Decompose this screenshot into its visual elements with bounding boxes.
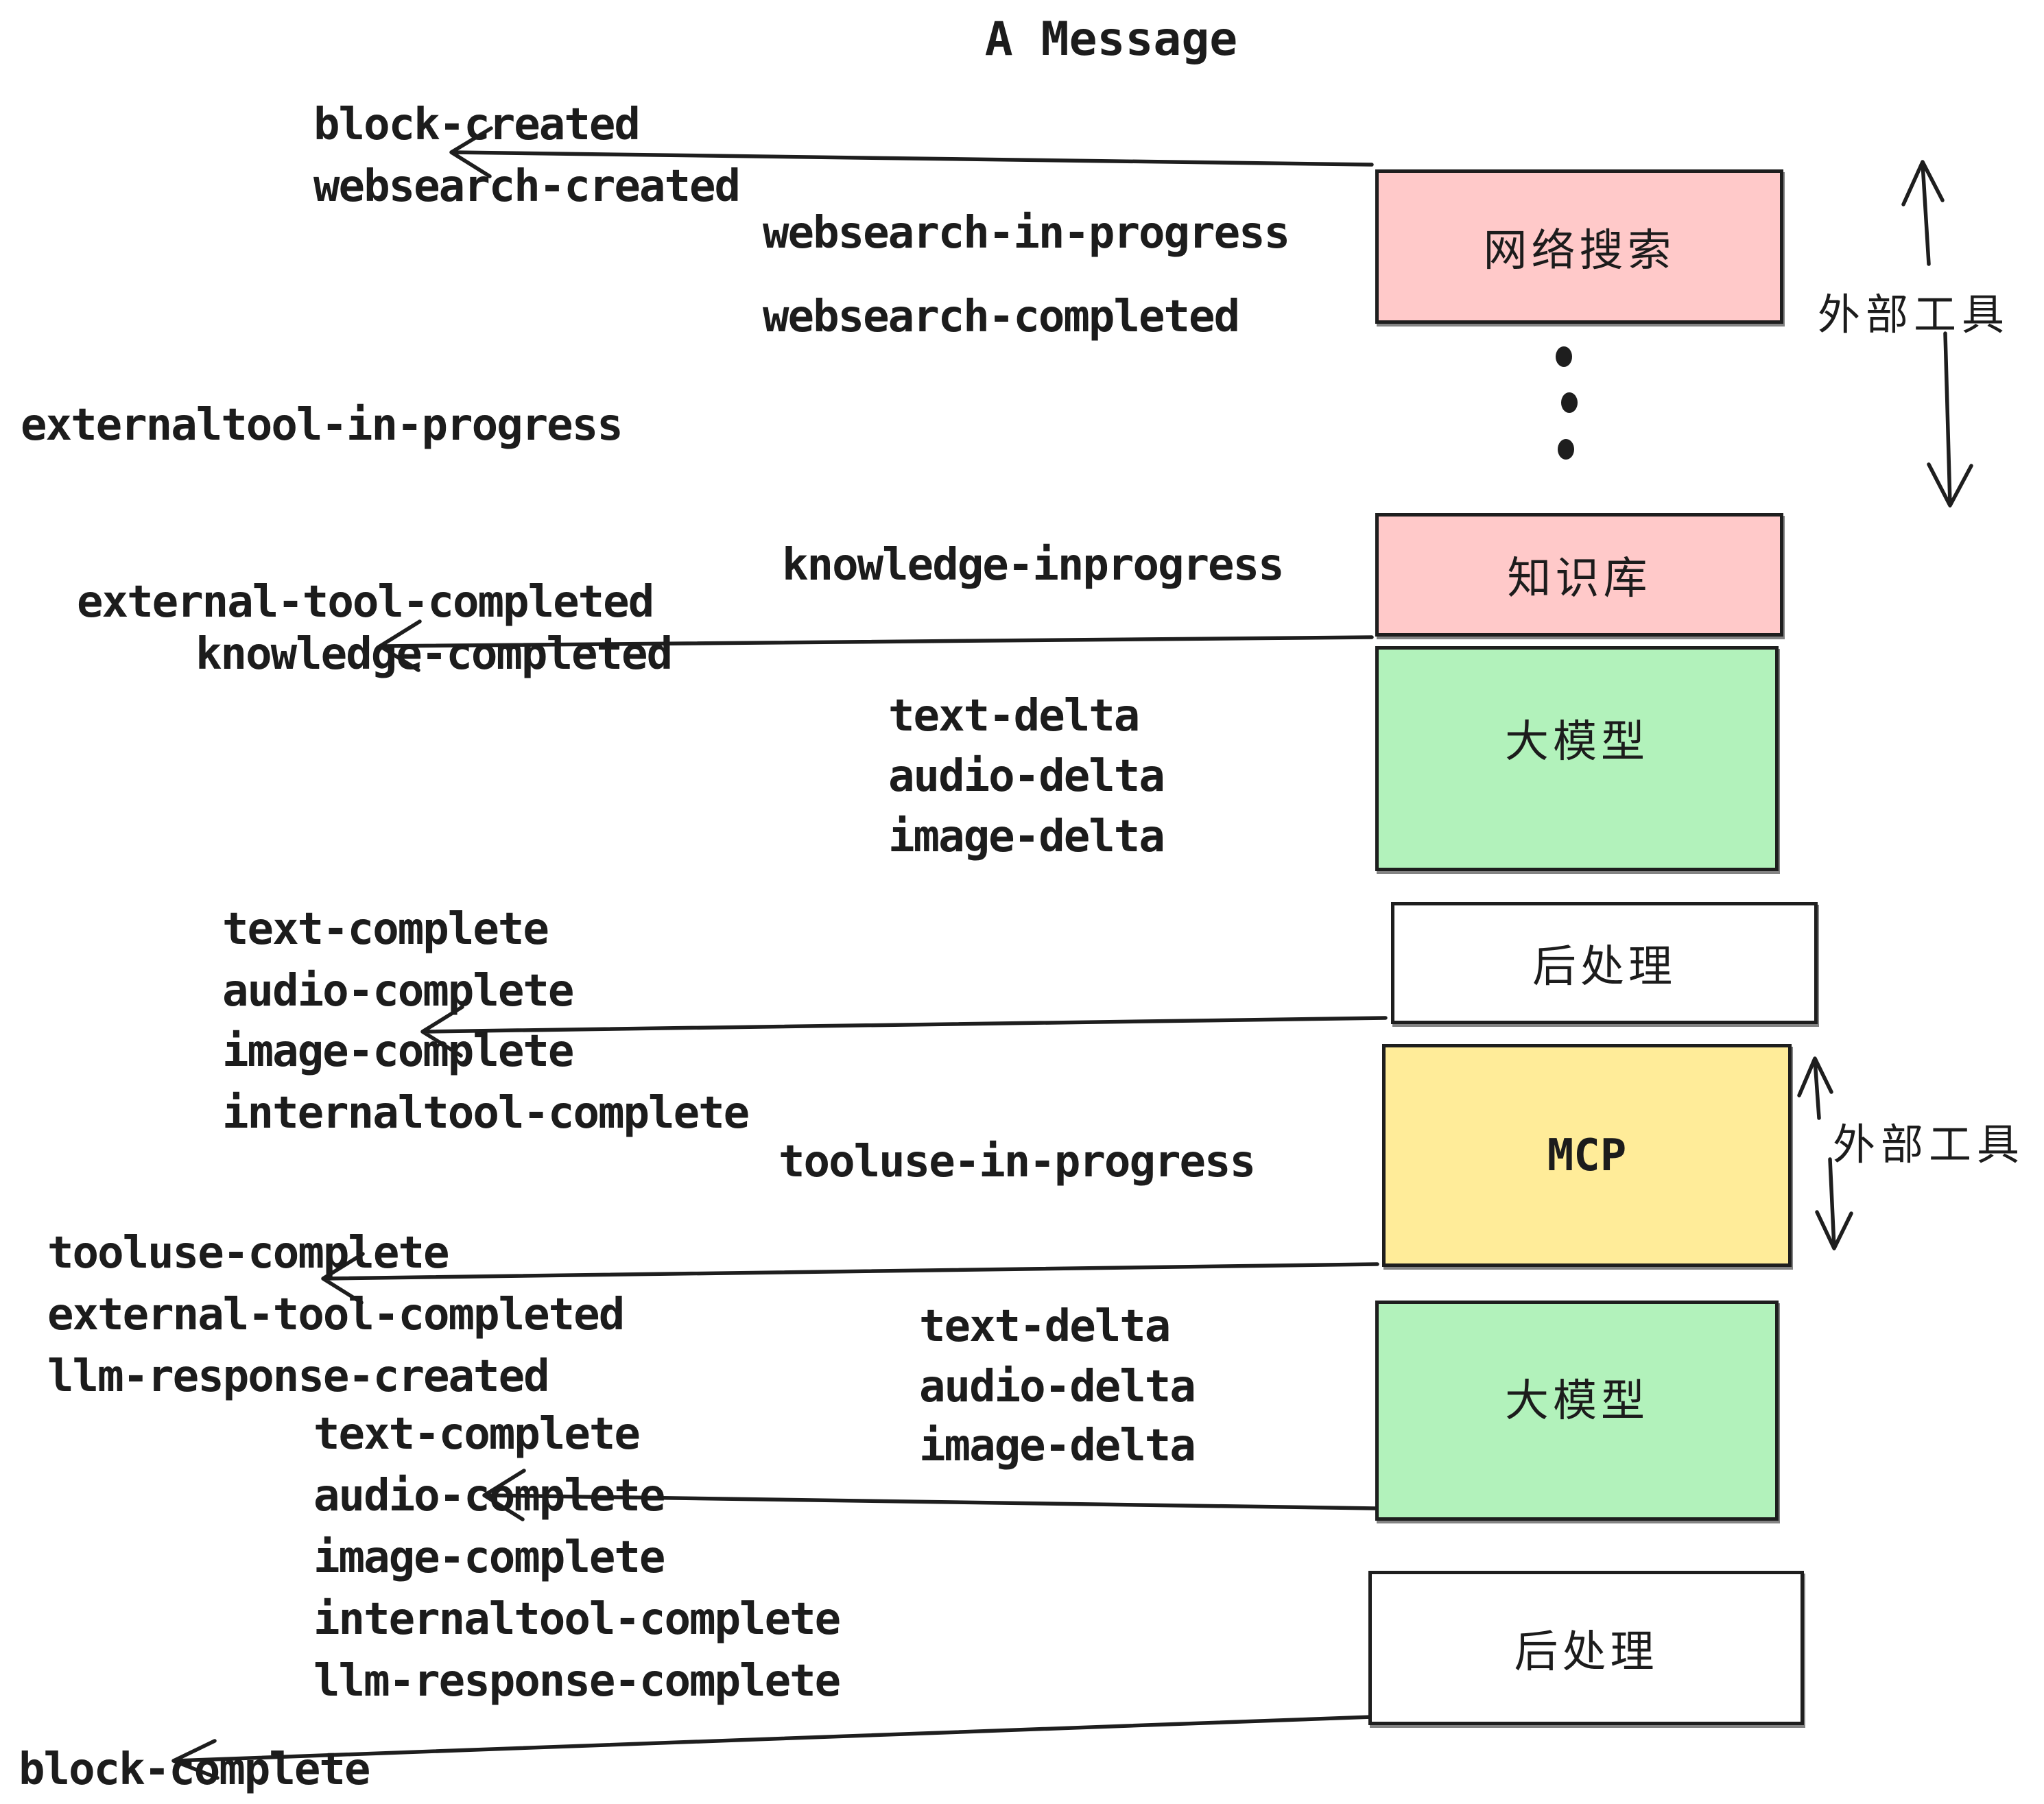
node-websearch-label: 网络搜索	[1483, 225, 1676, 276]
event-internaltool-complete-1: internaltool-complete	[222, 1088, 750, 1139]
node-knowledge: 知识库	[1375, 513, 1783, 637]
node-llm-1: 大模型	[1375, 646, 1779, 871]
event-image-delta-2: image-delta	[919, 1421, 1196, 1471]
event-text-complete-1: text-complete	[222, 904, 549, 955]
event-llm-response-created: llm-response-created	[47, 1351, 550, 1402]
external-tools-upper-down-arrow	[1927, 331, 1973, 508]
diagram-title: A Message	[984, 12, 1238, 67]
event-image-delta-1: image-delta	[888, 811, 1165, 862]
event-text-complete-2: text-complete	[313, 1409, 641, 1460]
event-text-delta-2: text-delta	[919, 1301, 1171, 1352]
node-llm-2: 大模型	[1375, 1301, 1779, 1521]
event-knowledge-inprogress: knowledge-inprogress	[782, 540, 1285, 591]
node-llm-1-label: 大模型	[1505, 717, 1649, 768]
event-tooluse-in-progress: tooluse-in-progress	[779, 1137, 1256, 1187]
event-image-complete-1: image-complete	[222, 1026, 574, 1077]
event-websearch-completed: websearch-completed	[763, 292, 1240, 342]
event-audio-complete-1: audio-complete	[222, 966, 574, 1017]
external-tools-lower-label: 外部工具	[1833, 1119, 2025, 1170]
event-websearch-created: websearch-created	[313, 161, 741, 212]
node-mcp-label: MCP	[1547, 1130, 1627, 1181]
event-llm-response-complete: llm-response-complete	[313, 1656, 841, 1707]
node-knowledge-label: 知识库	[1507, 554, 1652, 604]
node-postprocess-1: 后处理	[1391, 902, 1818, 1024]
ellipsis-dot	[1556, 346, 1572, 367]
event-audio-complete-2: audio-complete	[313, 1471, 665, 1521]
node-postprocess-2: 后处理	[1368, 1571, 1804, 1725]
event-internaltool-complete-2: internaltool-complete	[313, 1594, 841, 1645]
event-block-complete: block-complete	[19, 1744, 370, 1795]
external-tools-lower-up-arrow	[1797, 1056, 1833, 1120]
event-externaltool-in-progress: externaltool-in-progress	[21, 400, 623, 451]
external-tools-upper-label: 外部工具	[1818, 289, 2010, 340]
event-websearch-in-progress: websearch-in-progress	[763, 208, 1290, 259]
event-audio-delta-2: audio-delta	[919, 1362, 1196, 1412]
event-text-delta-1: text-delta	[888, 691, 1140, 741]
event-audio-delta-1: audio-delta	[888, 751, 1165, 802]
node-websearch: 网络搜索	[1375, 169, 1783, 324]
external-tools-lower-down-arrow	[1815, 1157, 1853, 1250]
external-tools-upper-up-arrow	[1901, 160, 1945, 266]
node-mcp: MCP	[1382, 1044, 1792, 1267]
event-tooluse-complete: tooluse-complete	[47, 1228, 449, 1279]
event-knowledge-completed: knowledge-completed	[195, 629, 673, 680]
ellipsis-dot	[1558, 439, 1574, 460]
event-external-tool-completed-2: external-tool-completed	[47, 1290, 625, 1340]
node-postprocess-2-label: 后处理	[1514, 1626, 1659, 1678]
node-postprocess-1-label: 后处理	[1532, 942, 1676, 993]
node-llm-2-label: 大模型	[1505, 1375, 1649, 1427]
event-block-created: block-created	[313, 99, 641, 150]
event-external-tool-completed: external-tool-completed	[77, 577, 654, 628]
ellipsis-dot	[1561, 392, 1578, 413]
event-image-complete-2: image-complete	[313, 1532, 665, 1583]
